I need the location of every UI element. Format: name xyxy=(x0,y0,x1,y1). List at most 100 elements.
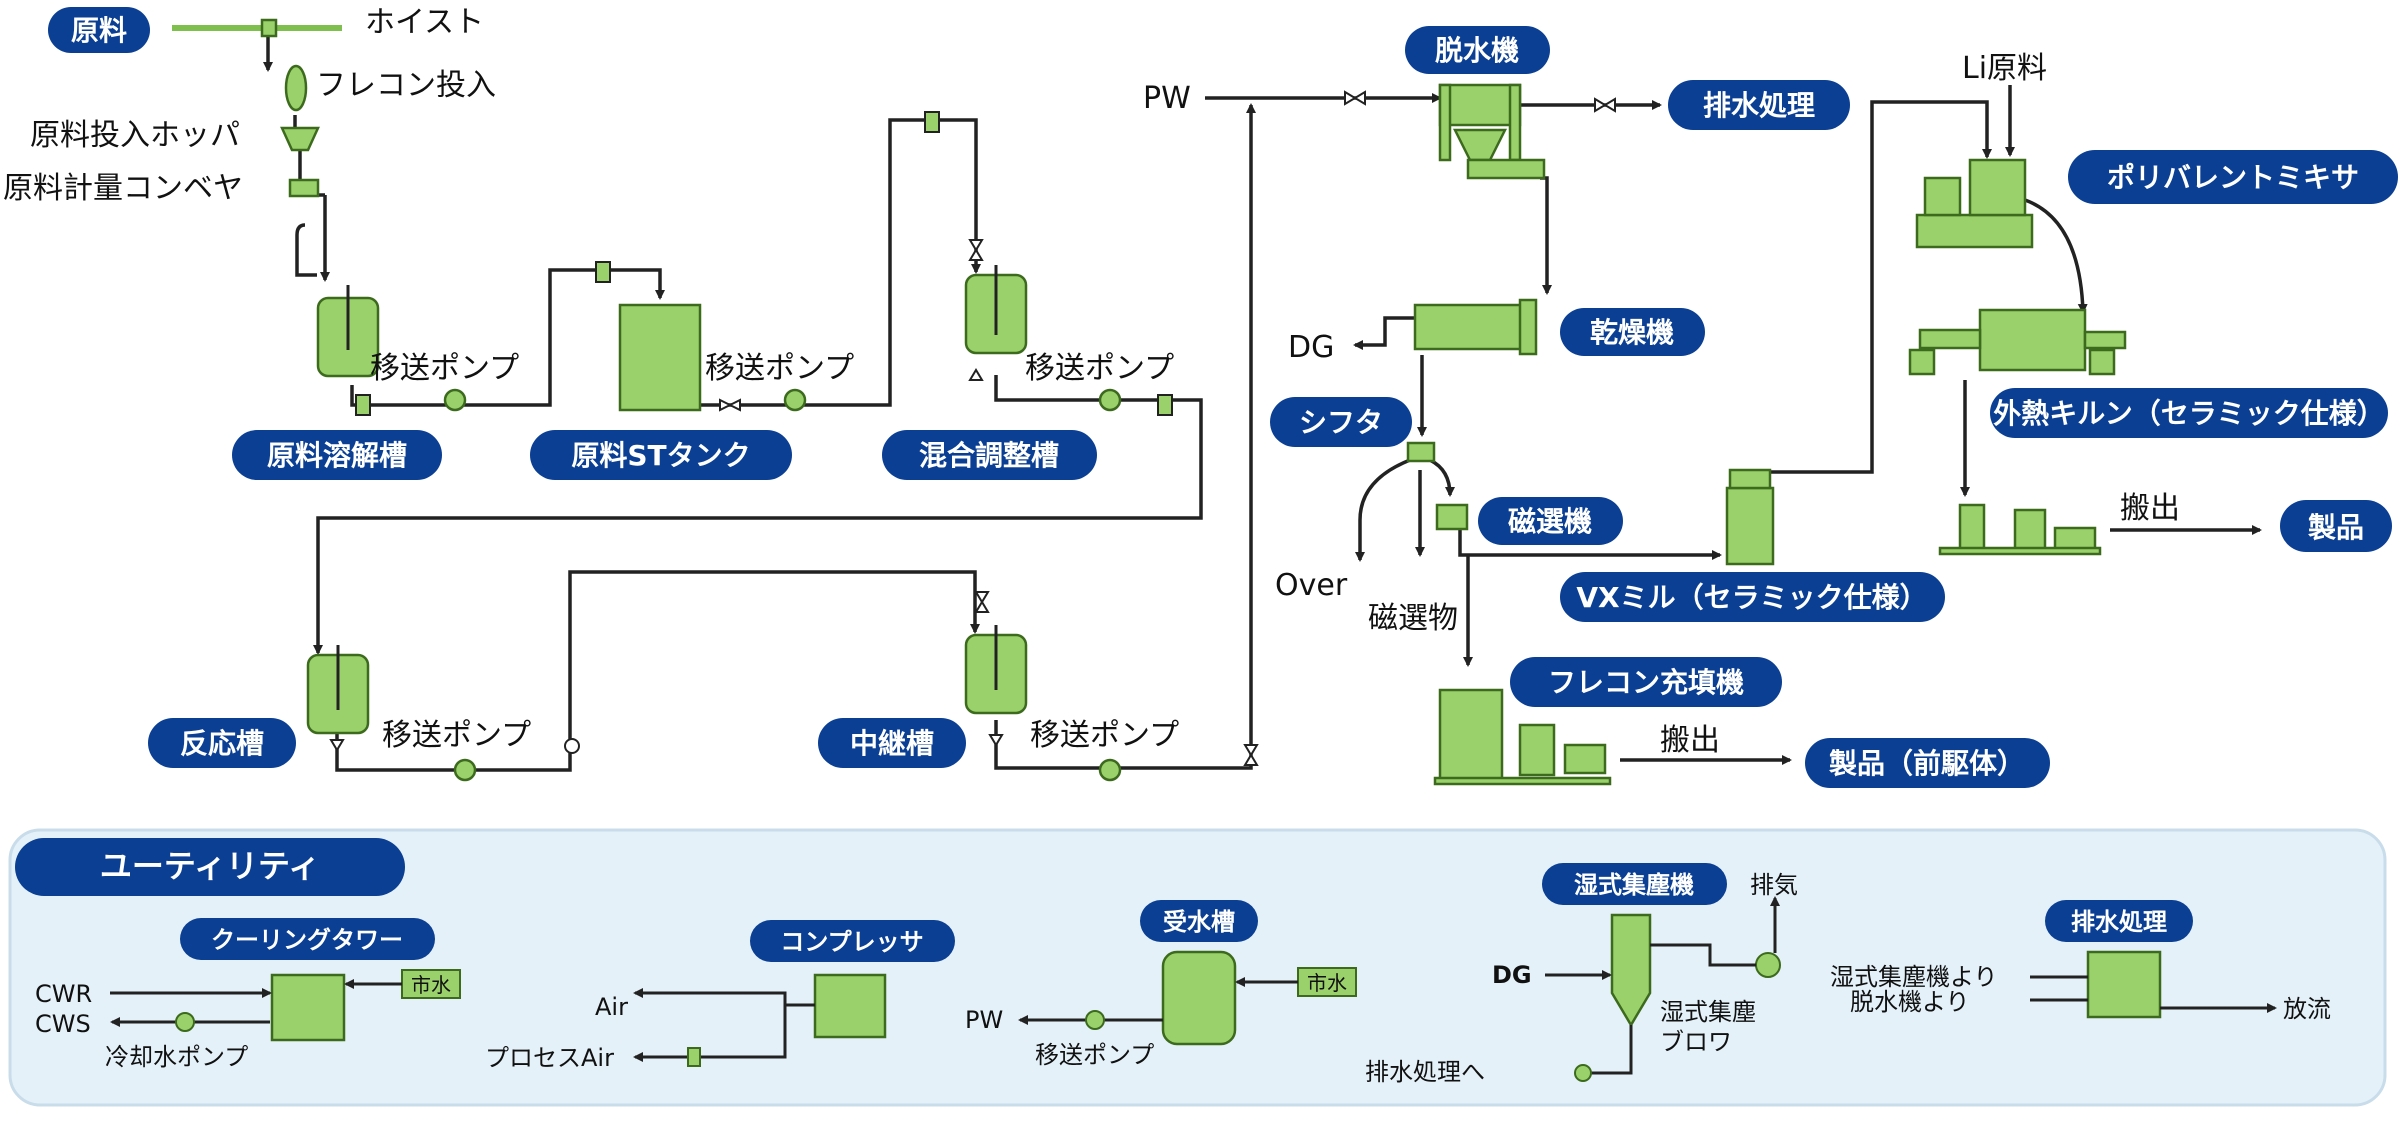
svg-text:混合調整槽: 混合調整槽 xyxy=(919,439,1059,472)
hopper-icon xyxy=(280,126,320,152)
pw-label: PW xyxy=(1143,81,1191,116)
pump-icon xyxy=(783,388,807,412)
svg-text:排水処理: 排水処理 xyxy=(1703,89,1815,122)
transfer-pump-5-label: 移送ポンプ xyxy=(1030,718,1179,753)
svg-text:磁選機: 磁選機 xyxy=(1508,505,1592,538)
ship-out-1-label: 搬出 xyxy=(1660,723,1720,758)
badge-dehydrator: 脱水機 xyxy=(1405,26,1550,74)
conveyor-icon xyxy=(288,178,320,198)
svg-text:製品: 製品 xyxy=(2308,511,2364,544)
wet-collector-icon xyxy=(1610,913,1652,1028)
pump-icon xyxy=(453,758,477,782)
svg-text:フレコン充填機: フレコン充填機 xyxy=(1548,666,1744,699)
dg-utility-label: DG xyxy=(1492,961,1532,989)
badge-wet-collector: 湿式集塵機 xyxy=(1542,863,1727,905)
cooling-pump-label: 冷却水ポンプ xyxy=(105,1043,248,1071)
svg-text:湿式集塵機: 湿式集塵機 xyxy=(1574,871,1694,899)
st-tank-icon xyxy=(618,303,702,412)
badge-magnetic-separator: 磁選機 xyxy=(1478,497,1623,545)
badge-product-precursor: 製品（前駆体） xyxy=(1805,738,2050,788)
badge-compressor: コンプレッサ xyxy=(750,920,955,962)
svg-text:ユーティリティ: ユーティリティ xyxy=(100,847,320,885)
raw-conveyor-label: 原料計量コンベヤ xyxy=(3,171,243,206)
cooling-tower-icon xyxy=(270,973,346,1042)
city-water-label-2: 市水 xyxy=(1307,971,1347,995)
hoist-icon xyxy=(260,18,278,38)
badge-water-tank: 受水槽 xyxy=(1140,900,1258,942)
polyvalent-mixer-icon xyxy=(1915,213,2034,249)
product-container-icon xyxy=(1958,503,1986,552)
utility-title-badge: ユーティリティ xyxy=(15,838,405,896)
svg-text:受水槽: 受水槽 xyxy=(1163,908,1235,936)
badge-product: 製品 xyxy=(2280,500,2392,552)
svg-text:脱水機: 脱水機 xyxy=(1435,34,1519,67)
badge-raw-st-tank: 原料STタンク xyxy=(530,430,792,480)
svg-text:外熱キルン（セラミック仕様）: 外熱キルン（セラミック仕様） xyxy=(1993,397,2384,430)
water-tank-icon xyxy=(1161,950,1237,1046)
badge-dissolving-tank: 原料溶解槽 xyxy=(232,430,442,480)
cwr-label: CWR xyxy=(35,980,92,1008)
to-wastewater-label: 排水処理へ xyxy=(1365,1058,1485,1086)
sifter-icon xyxy=(1406,441,1436,463)
pump-icon xyxy=(443,388,467,412)
pump-icon xyxy=(1098,758,1122,782)
wastewater-icon xyxy=(2086,950,2162,1019)
raw-hopper-label: 原料投入ホッパ xyxy=(30,118,240,153)
over-label: Over xyxy=(1275,568,1348,603)
process-badges: 原料 原料溶解槽 原料STタンク 混合調整槽 反応槽 中継槽 脱水機 排水処理 … xyxy=(48,7,2398,788)
from-dehydrator-label: 脱水機より xyxy=(1850,988,1970,1016)
process-air-label: プロセスAir xyxy=(485,1044,614,1072)
dg-label: DG xyxy=(1288,330,1334,365)
svg-text:反応槽: 反応槽 xyxy=(180,727,264,760)
badge-reactor: 反応槽 xyxy=(148,718,296,768)
kiln-icon xyxy=(1978,308,2087,372)
svg-text:ポリバレントミキサ: ポリバレントミキサ xyxy=(2107,161,2359,194)
badge-raw-material: 原料 xyxy=(48,7,150,53)
exhaust-label: 排気 xyxy=(1750,871,1798,899)
blower-label-1: 湿式集塵 xyxy=(1660,998,1756,1026)
badge-dryer: 乾燥機 xyxy=(1560,308,1705,356)
dryer-icon xyxy=(1413,303,1537,351)
magnetic-matter-label: 磁選物 xyxy=(1368,601,1458,636)
cws-label: CWS xyxy=(35,1010,91,1038)
svg-text:VXミル（セラミック仕様）: VXミル（セラミック仕様） xyxy=(1576,581,1927,614)
transfer-pump-4-label: 移送ポンプ xyxy=(382,718,531,753)
discharge-label: 放流 xyxy=(2283,995,2331,1023)
city-water-label-1: 市水 xyxy=(411,973,451,997)
transfer-pump-3-label: 移送ポンプ xyxy=(1025,351,1174,386)
from-collector-label: 湿式集塵機より xyxy=(1830,963,1998,991)
city-water-tag-2 xyxy=(1297,967,1357,997)
svg-text:コンプレッサ: コンプレッサ xyxy=(780,928,923,956)
li-raw-label: Li原料 xyxy=(1962,51,2047,86)
badge-wastewater: 排水処理 xyxy=(1668,80,1850,130)
svg-text:排水処理: 排水処理 xyxy=(2071,908,2167,936)
flecon-input-label: フレコン投入 xyxy=(316,68,496,103)
water-pw-label: PW xyxy=(965,1006,1003,1034)
badge-vx-mill: VXミル（セラミック仕様） xyxy=(1560,572,1945,622)
badge-cooling-tower: クーリングタワー xyxy=(180,918,435,960)
vx-mill-icon xyxy=(1725,486,1775,566)
svg-text:製品（前駆体）: 製品（前駆体） xyxy=(1829,747,2025,780)
valve-marks xyxy=(329,90,1616,766)
svg-text:原料溶解槽: 原料溶解槽 xyxy=(267,439,407,472)
ship-out-2-label: 搬出 xyxy=(2120,491,2180,526)
equipment xyxy=(260,18,2127,786)
svg-text:クーリングタワー: クーリングタワー xyxy=(211,926,403,954)
svg-text:原料STタンク: 原料STタンク xyxy=(571,439,750,472)
air-label: Air xyxy=(595,993,628,1021)
badge-utility-wastewater: 排水処理 xyxy=(2045,900,2193,942)
hoist-label: ホイスト xyxy=(365,5,484,40)
badge-relay-tank: 中継槽 xyxy=(818,718,966,768)
utility-panel: ユーティリティ クーリングタワー 市水 CWR CWS 冷却水ポンプ コンプレッ… xyxy=(8,828,2387,1107)
badge-kiln: 外熱キルン（セラミック仕様） xyxy=(1990,388,2388,438)
badge-flecon-filler: フレコン充填機 xyxy=(1510,657,1782,707)
magnetic-separator-icon xyxy=(1435,503,1469,531)
badge-sifter: シフタ xyxy=(1270,397,1412,447)
transfer-pump-1-label: 移送ポンプ xyxy=(370,351,519,386)
flecon-filler-icon xyxy=(1438,688,1504,782)
blower-label-2: ブロワ xyxy=(1660,1028,1732,1056)
svg-text:中継槽: 中継槽 xyxy=(850,727,934,760)
svg-text:原料: 原料 xyxy=(71,14,127,47)
blower-icon xyxy=(1755,952,1781,978)
